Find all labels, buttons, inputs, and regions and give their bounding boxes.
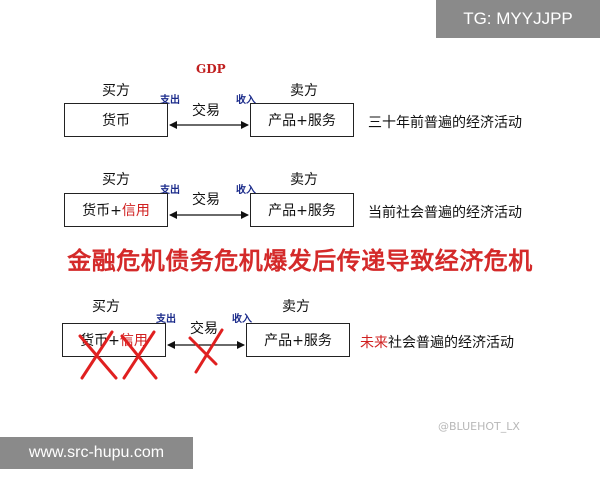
gdp-label: GDP [196,62,226,76]
buyer-label-row2: 买方 [102,172,130,188]
site-watermark: www.src-hupu.com [0,437,193,469]
buyer-box-text: 货币+ [82,203,122,219]
telegram-watermark: TG: MYYJJPP [436,0,600,38]
buyer-label-row3: 买方 [92,299,120,315]
description-text: 社会普遍的经济活动 [388,335,514,351]
buyer-box-credit: 信用 [119,333,148,349]
buyer-box-row3: 货币+信用 [62,323,166,357]
seller-box-row2: 产品+服务 [250,193,354,227]
description-row1: 三十年前普遍的经济活动 [368,112,522,132]
in-label-row1: 收入 [236,95,256,106]
in-label-row3: 收入 [232,314,252,325]
headline: 金融危机债务危机爆发后传递导致经济危机 [67,247,533,275]
buyer-box-row2: 货币+信用 [64,193,168,227]
description-text: 三十年前普遍的经济活动 [368,115,522,131]
seller-label-row1: 卖方 [290,83,318,99]
weibo-watermark: @BLUEHOT_LX [438,420,520,433]
buyer-box-credit: 信用 [121,203,150,219]
out-label-row2: 支出 [160,185,180,196]
buyer-label-row1: 买方 [102,83,130,99]
exchange-label-row2: 交易 [192,192,220,208]
buyer-box-text: 货币+ [80,333,120,349]
seller-box-row1: 产品+服务 [250,103,354,137]
description-row3: 未来社会普遍的经济活动 [360,332,514,352]
description-highlight: 未来 [360,335,388,351]
out-label-row1: 支出 [160,95,180,106]
exchange-label-row3: 交易 [190,321,218,337]
out-label-row3: 支出 [156,314,176,325]
in-label-row2: 收入 [236,185,256,196]
exchange-label-row1: 交易 [192,103,220,119]
seller-box-row3: 产品+服务 [246,323,350,357]
description-text: 当前社会普遍的经济活动 [368,205,522,221]
description-row2: 当前社会普遍的经济活动 [368,202,522,222]
seller-label-row2: 卖方 [290,172,318,188]
seller-label-row3: 卖方 [282,299,310,315]
buyer-box-text: 货币 [102,113,130,129]
buyer-box-row1: 货币 [64,103,168,137]
